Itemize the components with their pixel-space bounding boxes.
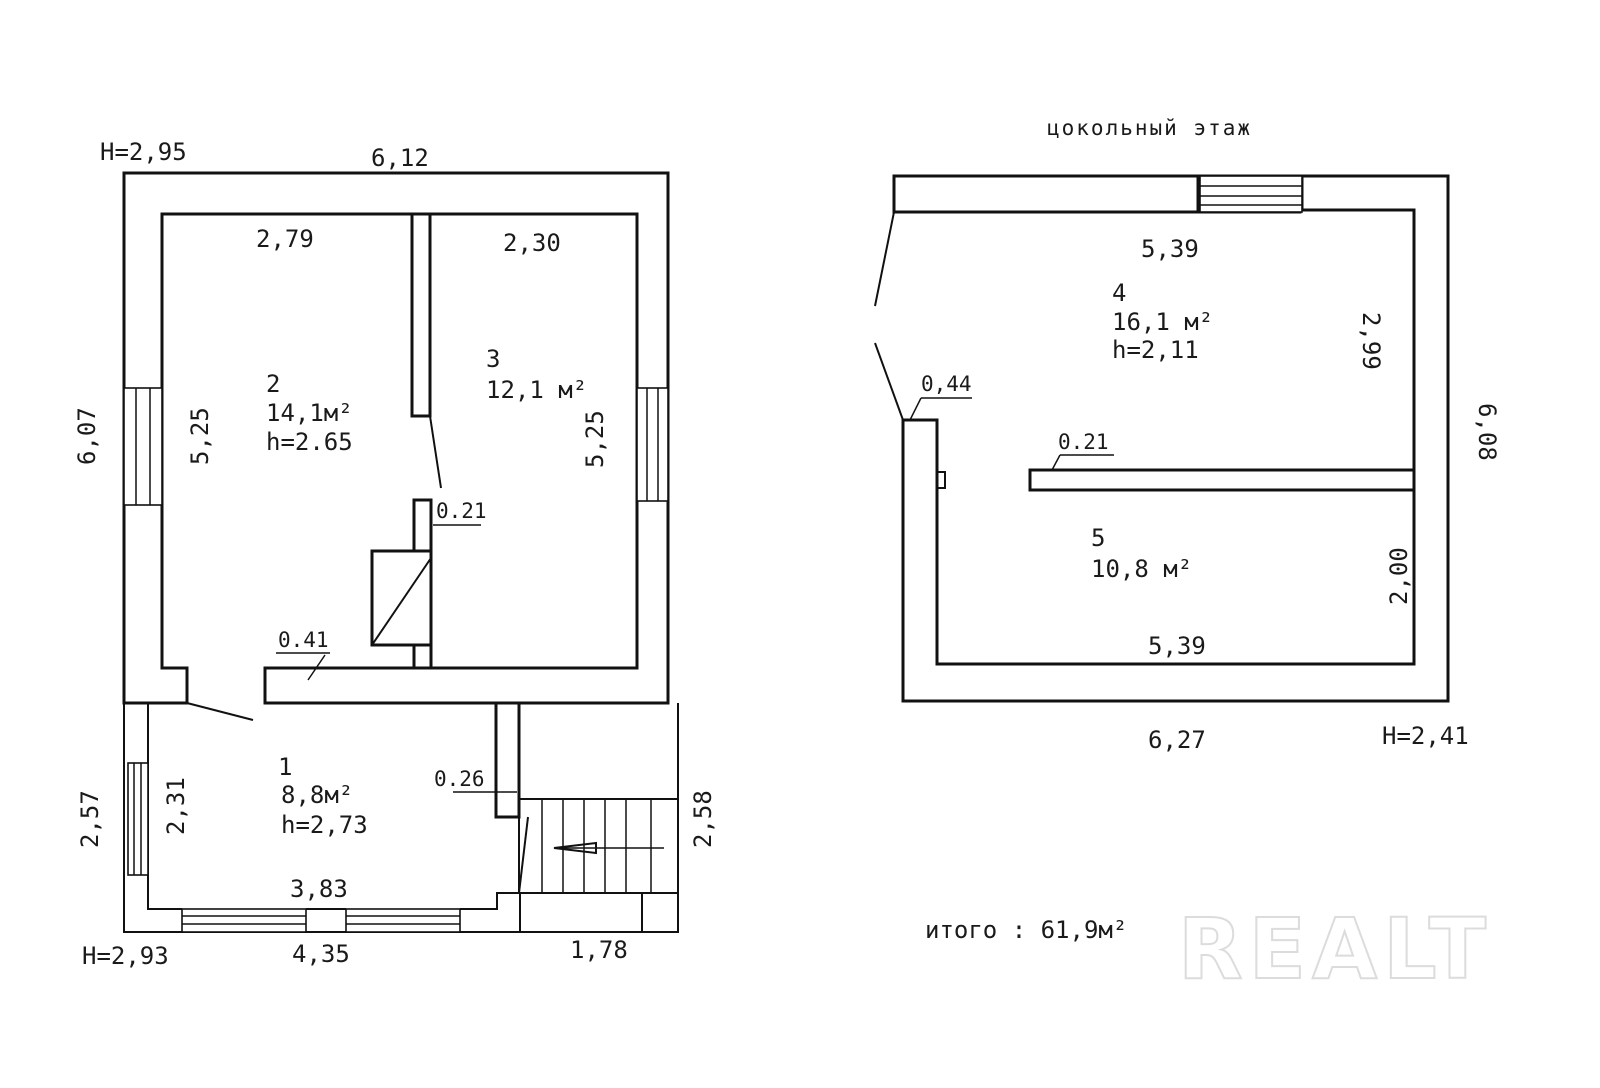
window-bottom-left: [181, 908, 307, 933]
main-floor-plan: H=2,95 6,12 2,79 2,30 6,07 5,25 5,25 1 2…: [73, 138, 717, 970]
room-1-area: 8,8м²: [281, 781, 353, 809]
dim-room2-width: 2,79: [256, 225, 314, 253]
basement-partition: [1028, 468, 1416, 492]
door-room3: [429, 415, 442, 489]
dim-room1-inner-width: 3,83: [290, 875, 348, 903]
window-bottom-right: [345, 908, 461, 933]
window-room1: [127, 762, 149, 876]
room-2-height: h=2.65: [266, 428, 353, 456]
basement-entry-line-upper: [874, 211, 895, 307]
basement-dim-partition-thickness: 0.21: [1058, 430, 1109, 454]
dim-room1-outer-height: 2,57: [76, 790, 104, 848]
room-3-number: 3: [486, 345, 500, 373]
basement-dim-inner-width-top: 5,39: [1141, 235, 1199, 263]
basement-dim-outer-height: 6,08: [1473, 403, 1501, 461]
room-4-area: 16,1 м²: [1112, 308, 1213, 336]
room1-outline: [123, 703, 679, 933]
staircase: [518, 798, 679, 932]
dim-partition-thickness: 0.21: [436, 499, 487, 523]
basement-dim-room4-height: 2,99: [1357, 312, 1385, 370]
dim-outer-width-top: 6,12: [371, 144, 429, 172]
door-stairs: [518, 816, 529, 894]
basement-window: [1199, 175, 1303, 213]
basement-dim-outer-width: 6,27: [1148, 726, 1206, 754]
dim-room2-height: 5,25: [186, 407, 214, 465]
basement-plan: цокольный этаж 5,39 4 16,1 м² h=2,11 2,9…: [874, 116, 1501, 754]
dim-stair-wall-thickness: 0.26: [434, 767, 485, 791]
room-5-number: 5: [1091, 524, 1105, 552]
room-4-number: 4: [1112, 279, 1126, 307]
door-room1: [186, 702, 254, 721]
basement-dim-room5-height: 2,00: [1385, 547, 1413, 605]
dim-outer-height-left: 6,07: [73, 407, 101, 465]
basement-entry-line-lower: [874, 342, 904, 421]
dim-room3-height: 5,25: [581, 410, 609, 468]
room-2-number: 2: [266, 370, 280, 398]
partition-room2-room3: [410, 212, 432, 418]
stair-wall: [494, 701, 521, 819]
dim-porch-height: 2,58: [689, 790, 717, 848]
height-label-top-left: H=2,95: [100, 138, 187, 166]
window-left-room2: [123, 387, 163, 506]
room-5-area: 10,8 м²: [1091, 555, 1192, 583]
basement-title: цокольный этаж: [1047, 116, 1252, 140]
room-4-height: h=2,11: [1112, 336, 1199, 364]
basement-dim-wall-thickness: 0,44: [921, 372, 972, 396]
dim-room1-inner-height: 2,31: [162, 777, 190, 835]
dim-porch-width: 1,78: [570, 936, 628, 964]
room-3-area: 12,1 м²: [486, 376, 587, 404]
dim-inner-wall-thickness: 0.41: [278, 628, 329, 652]
total-area: итого : 61,9м²: [925, 916, 1127, 944]
room-1-height: h=2,73: [281, 811, 368, 839]
window-right-room3: [636, 387, 669, 502]
dim-room3-width: 2,30: [503, 229, 561, 257]
basement-dim-inner-width-bottom: 5,39: [1148, 632, 1206, 660]
height-label-bottom-left: H=2,93: [82, 942, 169, 970]
realt-watermark: REALT: [1178, 900, 1492, 998]
room-1-number: 1: [278, 753, 292, 781]
basement-height-label: H=2,41: [1382, 722, 1469, 750]
room-2-area: 14,1м²: [266, 399, 353, 427]
dim-bottom-width: 4,35: [292, 940, 350, 968]
